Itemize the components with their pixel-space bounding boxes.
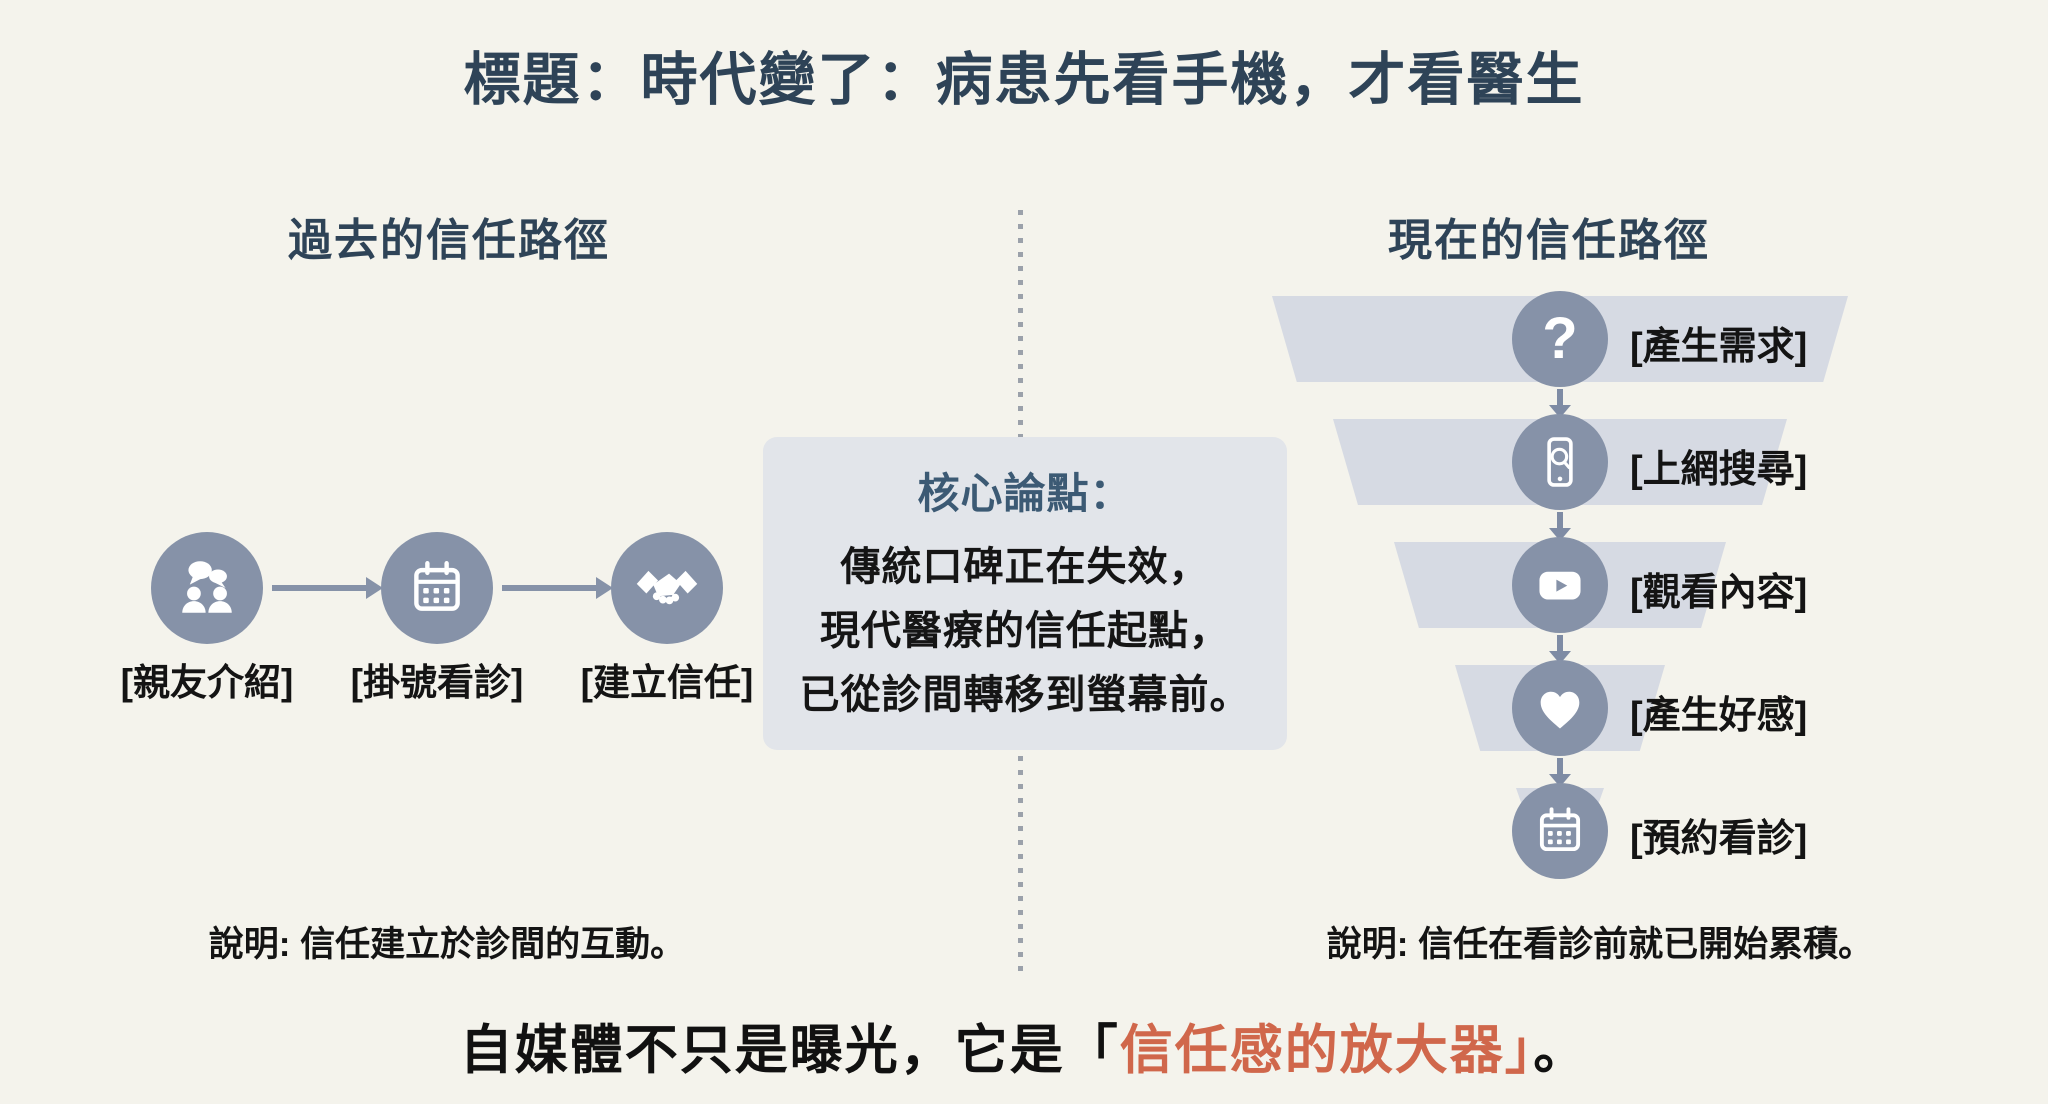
right-column-header: 現在的信任路徑 xyxy=(1388,216,1710,265)
core-argument-line-2: 現代醫療的信任起點， xyxy=(820,609,1230,653)
funnel-step-4-label: [產生好感] xyxy=(1630,695,1808,737)
left-arrow-2 xyxy=(502,577,613,599)
left-arrow-1 xyxy=(272,577,383,599)
calendar-icon xyxy=(414,561,460,611)
footer-prefix: 自媒體不只是曝光，它是 xyxy=(459,1021,1065,1080)
right-caption: 說明: 信任在看診前就已開始累積。 xyxy=(1326,925,1874,964)
funnel-arrow-1 xyxy=(1549,389,1571,418)
people-chat-icon xyxy=(182,561,232,613)
funnel-step-1-label: [產生需求] xyxy=(1630,326,1808,368)
funnel-step-5-circle xyxy=(1512,783,1608,879)
funnel-step-2-label: [上網搜尋] xyxy=(1630,449,1808,491)
handshake-icon xyxy=(636,570,698,605)
funnel-arrow-4 xyxy=(1549,758,1571,787)
funnel-step-3-circle xyxy=(1512,537,1608,633)
phone-search-icon xyxy=(1547,437,1573,487)
play-video-icon xyxy=(1539,571,1581,600)
left-step-1-label: [親友介紹] xyxy=(120,662,294,703)
left-step-2-circle xyxy=(381,532,493,644)
left-step-3-label: [建立信任] xyxy=(580,662,754,703)
footer-highlight: 信任感的放大器 xyxy=(1119,1021,1505,1080)
core-argument-box: 核心論點： 傳統口碑正在失效， 現代醫療的信任起點， 已從診間轉移到螢幕前。 xyxy=(763,437,1287,750)
left-caption: 說明: 信任建立於診間的互動。 xyxy=(208,925,686,964)
funnel-step-5-label: [預約看診] xyxy=(1630,818,1808,860)
left-step-1-circle xyxy=(151,532,263,644)
funnel-step-3-label: [觀看內容] xyxy=(1630,572,1808,614)
left-column-header: 過去的信任路徑 xyxy=(288,216,610,265)
left-step-3-circle xyxy=(611,532,723,644)
page-title: 標題：時代變了：病患先看手機，才看醫生 xyxy=(463,48,1585,112)
core-argument-line-3: 已從診間轉移到螢幕前。 xyxy=(799,673,1251,717)
footer-statement: 自媒體不只是曝光，它是「信任感的放大器」。 xyxy=(0,1008,2048,1084)
left-step-2-label: [掛號看診] xyxy=(350,662,524,703)
calendar-icon xyxy=(1539,807,1581,852)
question-mark-icon: ? xyxy=(1542,306,1578,371)
footer-bracket-close: 」 xyxy=(1504,1021,1534,1080)
footer-suffix: 。 xyxy=(1533,1021,1589,1080)
funnel-step-1-circle: ? xyxy=(1512,291,1608,387)
core-argument-heading: 核心論點： xyxy=(917,470,1133,517)
funnel-arrow-3 xyxy=(1549,635,1571,664)
funnel-step-4-circle xyxy=(1512,660,1608,756)
heart-icon xyxy=(1540,691,1580,729)
funnel-step-2-circle xyxy=(1512,414,1608,510)
footer-bracket-open: 「 xyxy=(1064,1021,1120,1080)
core-argument-line-1: 傳統口碑正在失效， xyxy=(840,545,1210,589)
funnel-arrow-2 xyxy=(1549,512,1571,541)
